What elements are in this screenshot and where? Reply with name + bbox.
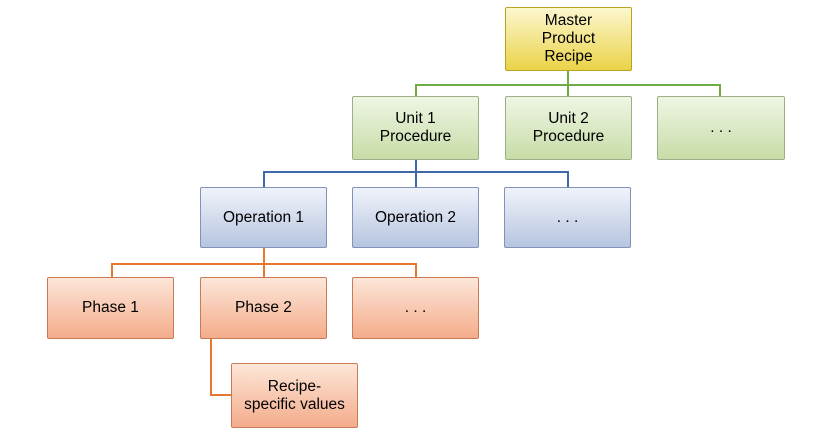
connector-drop-operation2 [415, 173, 417, 187]
node-operation2-label: Operation 2 [375, 208, 456, 226]
connector-drop-phase1 [111, 265, 113, 277]
node-master-product-recipe: Master Product Recipe [505, 7, 632, 71]
node-recipe-specific-values-label: Recipe- specific values [244, 377, 345, 413]
node-phase-more: . . . [352, 277, 479, 339]
node-phase1-label: Phase 1 [82, 299, 139, 316]
connector-op1-phases-bus [111, 263, 417, 265]
connector-phase2-values-vertical [210, 339, 212, 396]
node-recipe-specific-values: Recipe- specific values [231, 363, 358, 428]
connector-unit1-stem [415, 160, 417, 171]
connector-drop-operation1 [263, 173, 265, 187]
node-operation1-label: Operation 1 [223, 208, 304, 226]
connector-drop-phase2 [263, 265, 265, 277]
node-unit1-procedure-label: Unit 1 Procedure [379, 110, 452, 145]
node-unit-more-label: . . . [710, 119, 732, 136]
node-operation2: Operation 2 [352, 187, 479, 248]
connector-drop-unit2 [567, 86, 569, 96]
connector-master-stem [567, 71, 569, 84]
node-master-product-recipe-label: Master Product Recipe [541, 12, 596, 65]
connector-master-units-bus [415, 84, 721, 86]
node-unit2-procedure: Unit 2 Procedure [505, 96, 632, 160]
connector-phase2-values-horizontal [210, 394, 231, 396]
node-unit1-procedure: Unit 1 Procedure [352, 96, 479, 160]
node-unit2-procedure-label: Unit 2 Procedure [532, 110, 605, 145]
connector-drop-unit-more [719, 86, 721, 96]
node-phase2: Phase 2 [200, 277, 327, 339]
connector-operation1-stem [263, 248, 265, 263]
node-phase-more-label: . . . [404, 299, 427, 316]
node-operation1: Operation 1 [200, 187, 327, 248]
node-phase1: Phase 1 [47, 277, 174, 339]
connector-drop-unit1 [415, 86, 417, 96]
node-phase2-label: Phase 2 [235, 299, 292, 316]
connector-unit1-ops-bus [263, 171, 569, 173]
node-unit-more: . . . [657, 96, 785, 160]
node-operation-more: . . . [504, 187, 631, 248]
node-operation-more-label: . . . [556, 208, 579, 226]
connector-drop-phase-more [415, 265, 417, 277]
connector-drop-operation-more [567, 173, 569, 187]
